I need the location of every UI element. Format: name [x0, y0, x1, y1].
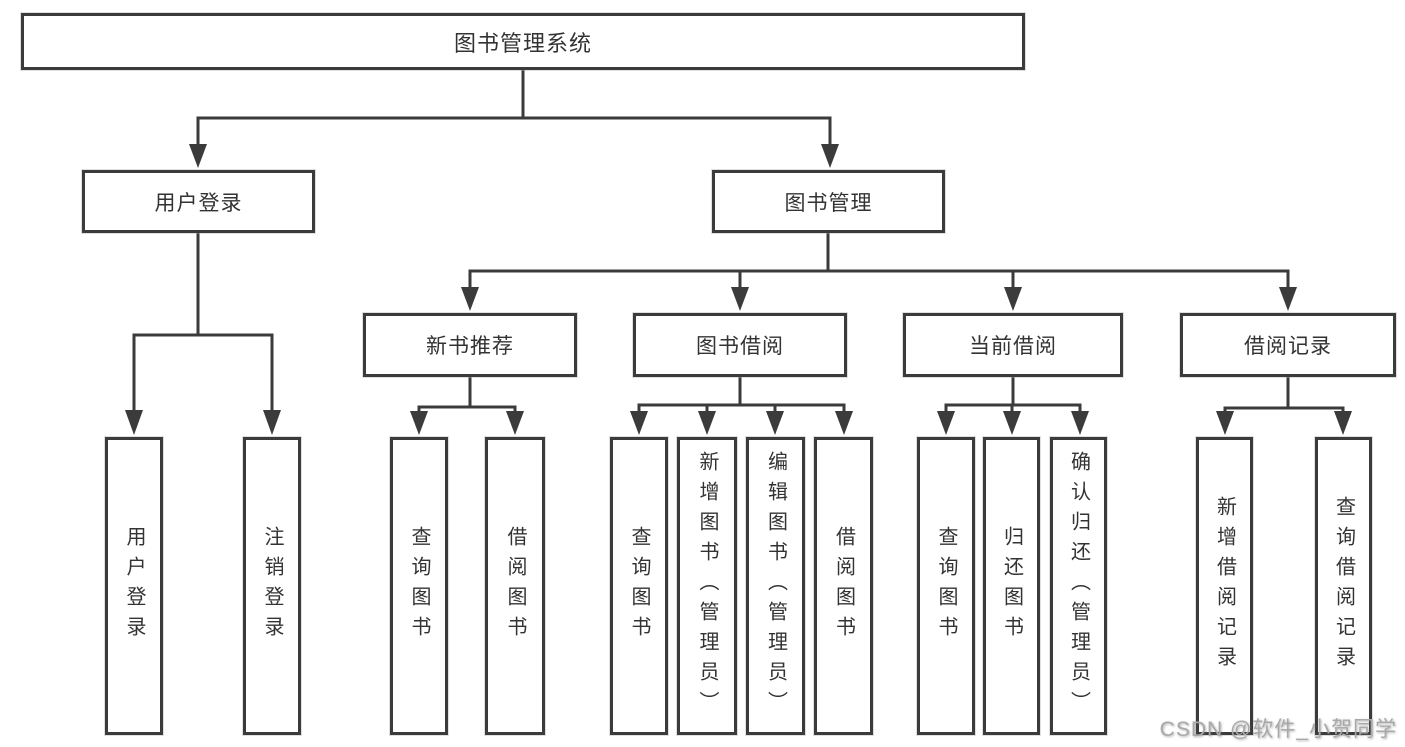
- node-borrowing-records: 借阅记录: [1180, 313, 1396, 377]
- leaf-user-login: 用户登录: [105, 437, 163, 735]
- node-user-login: 用户登录: [82, 170, 315, 233]
- leaf-add-borrow-record: 新增借阅记录: [1196, 437, 1253, 735]
- node-current-borrowing: 当前借阅: [903, 313, 1123, 377]
- leaf-return-books: 归还图书: [983, 437, 1040, 735]
- node-book-management: 图书管理: [712, 170, 945, 233]
- leaf-edit-books-admin: 编辑图书（管理员）: [746, 437, 805, 735]
- leaf-confirm-return-admin: 确认归还（管理员）: [1050, 437, 1107, 735]
- leaf-query-books-recommend: 查询图书: [390, 437, 448, 735]
- leaf-query-borrow-record: 查询借阅记录: [1315, 437, 1372, 735]
- leaf-logout: 注销登录: [243, 437, 301, 735]
- leaf-add-books-admin: 新增图书（管理员）: [677, 437, 737, 735]
- node-library-system: 图书管理系统: [21, 13, 1025, 70]
- leaf-borrow-books-borrowing: 借阅图书: [814, 437, 873, 735]
- leaf-query-books-current: 查询图书: [917, 437, 975, 735]
- leaf-borrow-books-recommend: 借阅图书: [485, 437, 545, 735]
- node-new-book-recommend: 新书推荐: [363, 313, 577, 377]
- node-book-borrowing: 图书借阅: [633, 313, 847, 377]
- leaf-query-books-borrowing: 查询图书: [610, 437, 668, 735]
- watermark-csdn: CSDN @软件_小贺同学: [1159, 718, 1397, 741]
- arrowheads: [125, 144, 1352, 435]
